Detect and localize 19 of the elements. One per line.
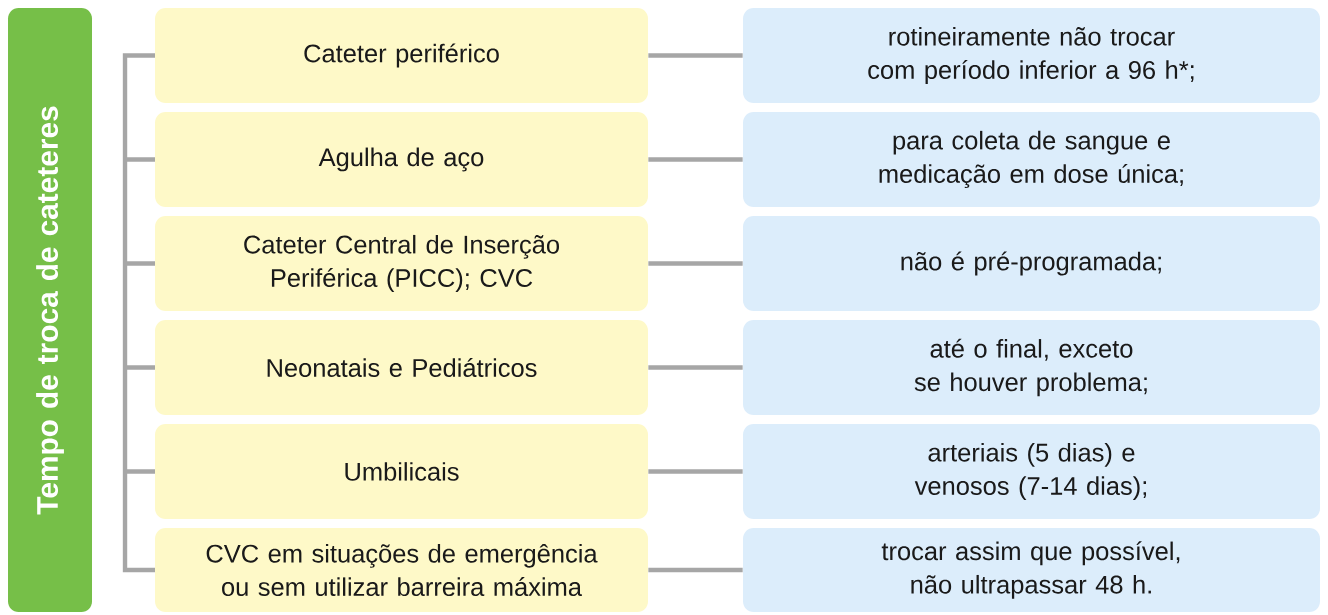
connector-line	[648, 261, 743, 266]
guideline-box: até o final, exceto se houver problema;	[743, 320, 1320, 415]
connector-line	[648, 157, 743, 162]
catheter-box: Agulha de aço	[155, 112, 648, 207]
guideline-box: trocar assim que possível, não ultrapassar 48 h.	[743, 528, 1320, 612]
title-box: Tempo de troca de cateteres	[8, 8, 92, 612]
guideline-box: arteriais (5 dias) e venosos (7-14 dias);	[743, 424, 1320, 519]
connector-line	[648, 469, 743, 474]
catheter-box: Cateter Central de Inserção Periférica (PICC); CVC	[155, 216, 648, 311]
connector-line	[648, 53, 743, 58]
catheter-box: Umbilicais	[155, 424, 648, 519]
guideline-box: rotineiramente não trocar com período inferior a 96 h*;	[743, 8, 1320, 103]
connector-line	[648, 567, 743, 573]
connector-line	[648, 365, 743, 370]
guideline-box: para coleta de sangue e medicação em dose única;	[743, 112, 1320, 207]
catheter-box: Neonatais e Pediátricos	[155, 320, 648, 415]
catheter-box: Cateter periférico	[155, 8, 648, 103]
catheter-box: CVC em situações de emergência ou sem utilizar barreira máxima	[155, 528, 648, 612]
guideline-box: não é pré-programada;	[743, 216, 1320, 311]
